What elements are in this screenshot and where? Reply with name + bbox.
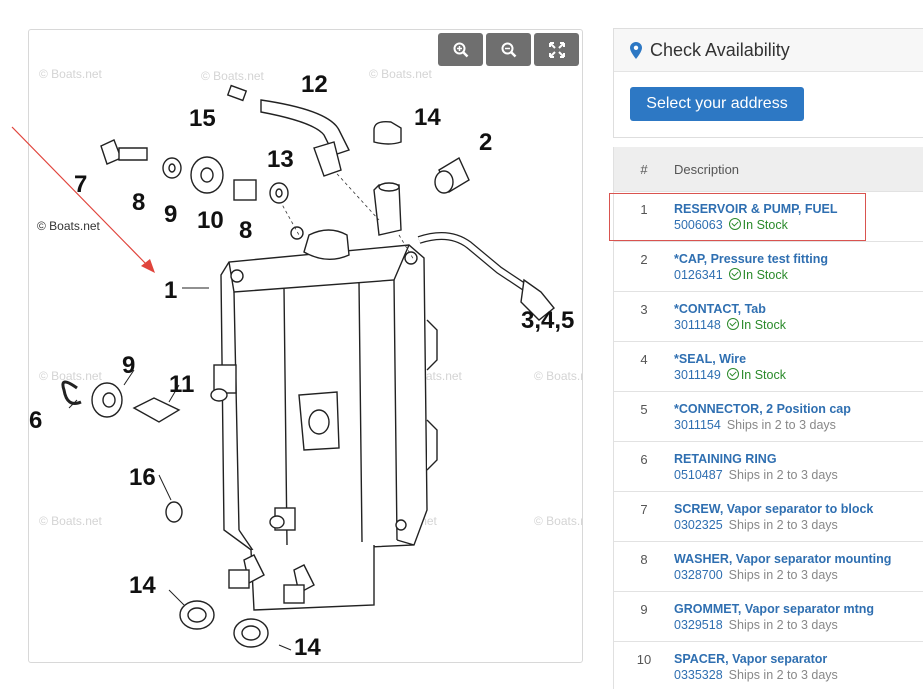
header-number: # — [640, 161, 648, 177]
stock-status: In Stock — [742, 218, 788, 232]
watermark: © Boats.net — [39, 514, 103, 528]
part-number: 3011149 — [674, 368, 721, 382]
fullscreen-icon — [548, 41, 565, 58]
callout-12: 12 — [301, 71, 328, 98]
check-circle-icon — [726, 368, 739, 380]
part-name-link[interactable]: *CAP, Pressure test fitting — [674, 252, 828, 266]
table-row[interactable]: 6 RETAINING RING 0510487 Ships in 2 to 3 … — [614, 441, 923, 491]
part-name-link[interactable]: RESERVOIR & PUMP, FUEL — [674, 202, 838, 216]
callout-14c: 14 — [294, 634, 321, 661]
watermark: © Boats.net — [201, 69, 265, 83]
parts-table: # Description 1 RESERVOIR & PUMP, FUEL 5… — [613, 147, 923, 689]
watermark: © Boats.net — [534, 514, 582, 528]
table-row[interactable]: 1 RESERVOIR & PUMP, FUEL 5006063 In Stock — [614, 191, 923, 241]
row-number: 8 — [640, 552, 648, 567]
callout-1: 1 — [164, 277, 177, 304]
stock-status: In Stock — [740, 318, 786, 332]
part-number: 0329518 — [674, 618, 723, 632]
row-number: 9 — [640, 602, 648, 617]
availability-header: Check Availability — [614, 29, 923, 72]
part-number: 3011148 — [674, 318, 721, 332]
callout-14a: 14 — [414, 104, 441, 131]
parts-diagram[interactable]: © Boats.net © Boats.net © Boats.net © Bo… — [28, 29, 583, 663]
stock-status: Ships in 2 to 3 days — [728, 468, 838, 482]
stock-status: In Stock — [740, 368, 786, 382]
part-name-link[interactable]: SPACER, Vapor separator — [674, 652, 828, 666]
check-circle-icon — [728, 218, 741, 230]
callout-14b: 14 — [129, 572, 156, 599]
table-row[interactable]: 3 *CONTACT, Tab 3011148 In Stock — [614, 291, 923, 341]
table-row[interactable]: 4 *SEAL, Wire 3011149 In Stock — [614, 341, 923, 391]
part-name-link[interactable]: GROMMET, Vapor separator mtng — [674, 602, 875, 616]
availability-title: Check Availability — [650, 39, 790, 60]
row-number: 6 — [640, 452, 648, 467]
part-number: 0302325 — [674, 518, 723, 532]
watermark: © Boats.net — [534, 369, 582, 383]
zoom-out-button[interactable] — [486, 33, 531, 66]
row-number: 5 — [640, 402, 648, 417]
callout-9a: 9 — [122, 352, 135, 379]
zoom-in-icon — [453, 42, 468, 57]
part-name-link[interactable]: SCREW, Vapor separator to block — [674, 502, 874, 516]
table-row[interactable]: 10 SPACER, Vapor separator 0335328 Ships … — [614, 641, 923, 689]
zoom-controls — [438, 33, 579, 66]
row-number: 4 — [640, 352, 648, 367]
zoom-in-button[interactable] — [438, 33, 483, 66]
reservoir-body — [210, 182, 555, 611]
part-number: 0335328 — [674, 668, 723, 682]
callout-7: 7 — [74, 171, 87, 198]
check-availability-panel: Check Availability Select your address — [613, 28, 923, 138]
select-address-button[interactable]: Select your address — [630, 87, 804, 121]
row-number: 3 — [640, 302, 648, 317]
part-name-link[interactable]: *SEAL, Wire — [674, 352, 747, 366]
part-name-link[interactable]: RETAINING RING — [674, 452, 777, 466]
header-description: Description — [674, 161, 740, 177]
callout-6: 6 — [29, 407, 42, 434]
part-number: 0126341 — [674, 268, 723, 282]
part-number: 5006063 — [674, 218, 723, 232]
part-number: 0510487 — [674, 468, 723, 482]
table-row[interactable]: 7 SCREW, Vapor separator to block 030232… — [614, 491, 923, 541]
row-number: 10 — [636, 652, 652, 667]
callout-345: 3,4,5 — [521, 307, 574, 334]
watermark: © Boats.net — [39, 369, 103, 383]
watermark-dark: © Boats.net — [37, 219, 101, 233]
stock-status: Ships in 2 to 3 days — [728, 568, 838, 582]
part-number: 3011154 — [674, 418, 721, 432]
callout-9b: 9 — [164, 201, 177, 228]
callout-11: 11 — [169, 371, 194, 398]
fullscreen-button[interactable] — [534, 33, 579, 66]
table-row[interactable]: 9 GROMMET, Vapor separator mtng 0329518 S… — [614, 591, 923, 641]
stock-status: In Stock — [742, 268, 788, 282]
callout-13: 13 — [267, 146, 294, 173]
table-row[interactable]: 2 *CAP, Pressure test fitting 0126341 In … — [614, 241, 923, 291]
watermark: © Boats.net — [369, 67, 433, 81]
part-number: 0328700 — [674, 568, 723, 582]
table-row[interactable]: 5 *CONNECTOR, 2 Position cap 3011154 Ship… — [614, 391, 923, 441]
stock-status: Ships in 2 to 3 days — [728, 518, 838, 532]
stock-status: Ships in 2 to 3 days — [726, 418, 836, 432]
exploded-diagram: © Boats.net © Boats.net © Boats.net © Bo… — [29, 67, 582, 661]
table-header: # Description — [614, 147, 923, 191]
map-pin-icon — [630, 41, 642, 59]
stock-status: Ships in 2 to 3 days — [728, 668, 838, 682]
table-row[interactable]: 8 WASHER, Vapor separator mounting 03287… — [614, 541, 923, 591]
row-number: 2 — [640, 252, 648, 267]
part-name-link[interactable]: WASHER, Vapor separator mounting — [674, 552, 892, 566]
callout-16: 16 — [129, 464, 156, 491]
check-circle-icon — [726, 318, 739, 330]
callout-15: 15 — [189, 105, 216, 132]
row-number: 1 — [640, 202, 648, 217]
row-number: 7 — [640, 502, 648, 517]
part-name-link[interactable]: *CONTACT, Tab — [674, 302, 766, 316]
callout-8b: 8 — [239, 217, 252, 244]
stock-status: Ships in 2 to 3 days — [728, 618, 838, 632]
watermark: © Boats.net — [39, 67, 103, 81]
callout-2: 2 — [479, 129, 492, 156]
callout-10: 10 — [197, 207, 224, 234]
check-circle-icon — [728, 268, 741, 280]
part-name-link[interactable]: *CONNECTOR, 2 Position cap — [674, 402, 851, 416]
callout-8a: 8 — [132, 189, 145, 216]
zoom-out-icon — [501, 42, 516, 57]
